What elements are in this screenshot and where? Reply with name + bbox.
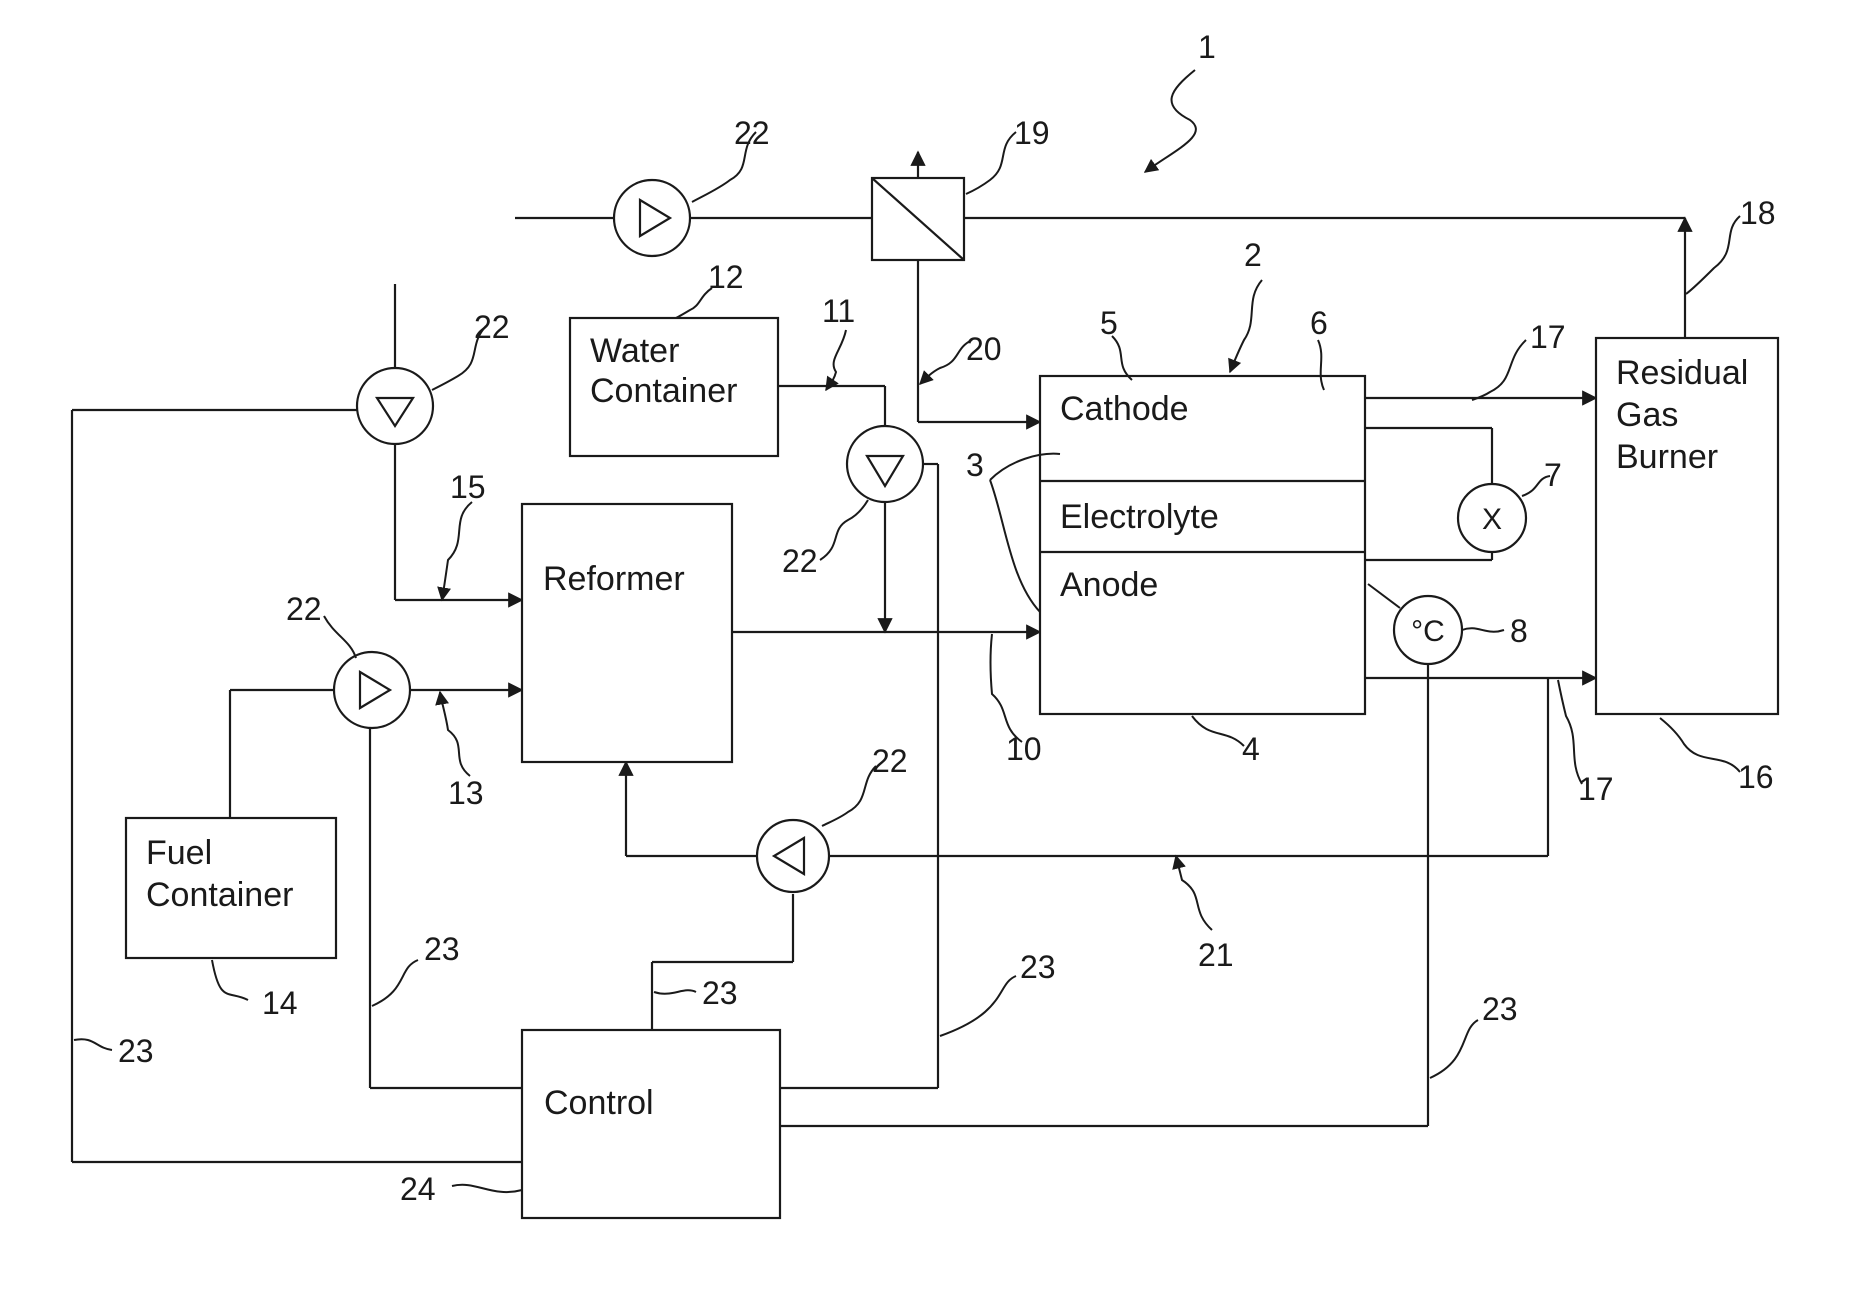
reformer-label: Reformer (543, 560, 685, 598)
ref-22-fuel: 22 (286, 591, 322, 627)
ref-13: 13 (448, 775, 484, 811)
fuel-container-box: Fuel Container (126, 818, 336, 958)
ref-8: 8 (1510, 613, 1528, 649)
ref-10: 10 (1006, 731, 1042, 767)
ref-23-thermo: 23 (1482, 991, 1518, 1027)
ref-22-top: 22 (734, 115, 770, 151)
ref-18: 18 (1740, 195, 1776, 231)
ref-20: 20 (966, 331, 1002, 367)
ref-17-top: 17 (1530, 319, 1566, 355)
ref-23-fuel-pump: 23 (424, 931, 460, 967)
voltmeter-symbol: X (1482, 503, 1502, 536)
ref-1: 1 (1198, 29, 1216, 65)
control-box: Control (522, 1030, 780, 1218)
water-container-box: Water Container (570, 318, 778, 456)
ref-22-water: 22 (782, 543, 818, 579)
water-container-label-1: Water (590, 332, 679, 370)
ref-15: 15 (450, 469, 486, 505)
ref-3: 3 (966, 447, 984, 483)
ref-23-left-outer: 23 (118, 1033, 154, 1069)
ref-14: 14 (262, 985, 298, 1021)
ref-11: 11 (822, 293, 855, 329)
anode-label: Anode (1060, 566, 1158, 604)
reformer-box: Reformer (522, 504, 732, 762)
burner-label-3: Burner (1616, 438, 1718, 476)
pump-fuel (334, 652, 410, 728)
ref-19: 19 (1014, 115, 1050, 151)
ref-17-bottom: 17 (1578, 771, 1614, 807)
fuel-container-label-2: Container (146, 876, 293, 914)
thermometer-symbol: °C (1411, 615, 1445, 648)
fuel-cell-stack: Cathode Electrolyte Anode (1040, 376, 1365, 714)
ref-5: 5 (1100, 305, 1118, 341)
heat-exchanger (872, 178, 964, 260)
residual-gas-burner-box: Residual Gas Burner (1596, 338, 1778, 714)
voltmeter: X (1458, 484, 1526, 552)
ref-22-recirc: 22 (872, 743, 908, 779)
ref-22-left: 22 (474, 309, 510, 345)
pump-recirculation (757, 820, 829, 892)
burner-label-2: Gas (1616, 396, 1678, 434)
ref-24: 24 (400, 1171, 436, 1207)
fuel-container-label-1: Fuel (146, 834, 212, 872)
ref-16: 16 (1738, 759, 1774, 795)
electrolyte-label: Electrolyte (1060, 498, 1219, 536)
ref-23-water: 23 (1020, 949, 1056, 985)
ref-21: 21 (1198, 937, 1234, 973)
burner-label-1: Residual (1616, 354, 1748, 392)
pump-left-air (357, 368, 433, 444)
water-container-label-2: Container (590, 372, 737, 410)
ref-4: 4 (1242, 731, 1260, 767)
ref-23-recirc: 23 (702, 975, 738, 1011)
ref-7: 7 (1544, 457, 1562, 493)
pump-water (847, 426, 923, 502)
ref-12: 12 (708, 259, 744, 295)
ref-2: 2 (1244, 237, 1262, 273)
ref-6: 6 (1310, 305, 1328, 341)
thermometer: °C (1368, 584, 1462, 664)
pump-top-air (614, 180, 690, 256)
cathode-label: Cathode (1060, 390, 1189, 428)
control-label: Control (544, 1084, 654, 1122)
